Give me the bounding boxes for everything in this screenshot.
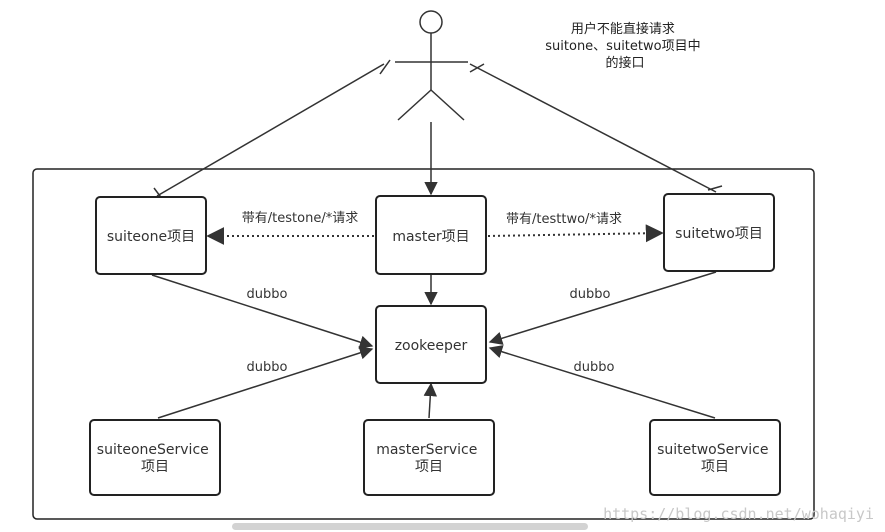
edge-masterService-to-zookeeper <box>423 382 438 419</box>
node-label-line: suitetwoService <box>657 442 768 458</box>
edge-label-dubbo: dubbo <box>247 360 288 375</box>
edge-label-testtwo: 带有/testtwo/*请求 <box>506 212 622 227</box>
node-label-line: 项目 <box>141 459 169 475</box>
edge-suitetwo-to-zookeeper <box>488 271 717 345</box>
edge-label-dubbo: dubbo <box>570 287 611 302</box>
node-label-line: masterService <box>376 442 477 458</box>
node-label-line: suiteoneService <box>97 442 209 458</box>
edge-suitetwoService-to-zookeeper <box>488 345 716 419</box>
edge-label-dubbo: dubbo <box>247 287 288 302</box>
watermark: https://blog.csdn.net/wohaqiyi <box>603 505 874 523</box>
node-label: suiteone项目 <box>107 229 195 245</box>
node-label: suiteoneService 项目 <box>97 442 213 475</box>
block-tick-icon <box>707 185 723 191</box>
actor-note: 用户不能直接请求 suitone、suitetwo项目中 的接口 <box>545 21 704 71</box>
node-label-line: 项目 <box>415 459 443 475</box>
edge-user-to-suiteone-blocked <box>156 63 385 197</box>
node-suiteone <box>95 196 207 275</box>
node-suitetwo <box>663 193 775 272</box>
edge-user-to-suitetwo-blocked <box>469 63 717 193</box>
actor-note-line: suitone、suitetwo项目中 <box>545 39 700 54</box>
edge-suiteoneService-to-zookeeper <box>157 346 374 419</box>
node-label: zookeeper <box>395 338 468 354</box>
node-masterService <box>363 419 495 496</box>
node-label: masterService 项目 <box>376 442 482 475</box>
user-actor-icon <box>395 10 468 121</box>
horizontal-scrollbar[interactable] <box>232 523 588 530</box>
node-label: suitetwo项目 <box>675 226 763 242</box>
actor-note-line: 的接口 <box>605 55 644 71</box>
node-label-line: 项目 <box>701 459 729 475</box>
node-suiteoneService <box>89 419 221 496</box>
edge-label-testone: 带有/testone/*请求 <box>242 211 358 226</box>
block-tick-icon <box>469 63 485 73</box>
edge-master-to-suitetwo <box>487 224 664 243</box>
node-zookeeper <box>375 305 487 384</box>
block-tick-icon <box>379 59 391 75</box>
edge-label-dubbo: dubbo <box>574 360 615 375</box>
system-boundary <box>32 168 815 520</box>
node-label: master项目 <box>392 229 469 245</box>
edge-suiteone-to-zookeeper <box>151 274 374 349</box>
node-label: suitetwoService 项目 <box>657 442 773 475</box>
node-master <box>375 195 487 275</box>
node-suitetwoService <box>649 419 781 496</box>
actor-note-line: 用户不能直接请求 <box>571 21 675 37</box>
